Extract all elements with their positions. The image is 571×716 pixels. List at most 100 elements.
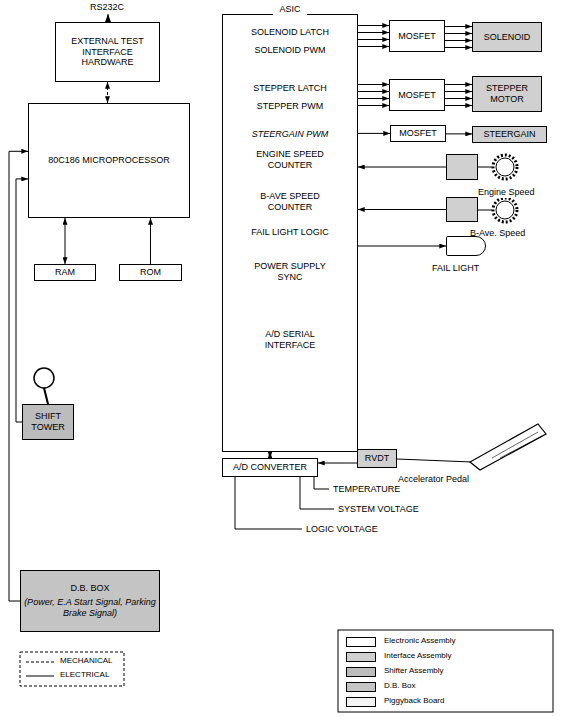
signal-label: SYSTEM VOLTAGE bbox=[338, 504, 419, 515]
legend-text: D.B. Box bbox=[384, 681, 416, 691]
actuator-box: STEPPER MOTOR bbox=[472, 76, 542, 112]
legend-swatch bbox=[346, 697, 376, 707]
legend-swatch bbox=[346, 682, 376, 692]
asic-block: ASICSOLENOID LATCHSOLENOID PWMSTEPPER LA… bbox=[222, 14, 358, 452]
legend-text: MECHANICAL bbox=[60, 656, 112, 666]
mosfet-box: MOSFET bbox=[390, 125, 446, 142]
engine-gear-hub bbox=[496, 158, 514, 176]
mosfet-box: MOSFET bbox=[389, 20, 445, 52]
connector bbox=[358, 246, 446, 247]
db-box: D.B. BOX (Power, E.A Start Signal, Parkin… bbox=[20, 570, 160, 632]
parallel-wire bbox=[445, 47, 472, 48]
speed-sensor: Engine Speed bbox=[446, 154, 478, 180]
actuator-box: STEERGAIN bbox=[472, 126, 547, 143]
line-legend-frame bbox=[20, 652, 124, 686]
shift-lever bbox=[44, 388, 48, 404]
parallel-wire bbox=[445, 84, 472, 85]
legend-text: Piggyback Board bbox=[384, 696, 444, 706]
parallel-wire bbox=[445, 40, 472, 41]
connector bbox=[358, 133, 390, 134]
color-legend-frame bbox=[338, 630, 553, 712]
legend-text: ELECTRICAL bbox=[60, 670, 109, 680]
connector bbox=[358, 91, 389, 92]
rs232-link bbox=[108, 14, 109, 22]
connector bbox=[445, 33, 472, 34]
fail-light: FAIL LIGHT bbox=[446, 236, 486, 256]
connector bbox=[358, 209, 446, 210]
electrical-sample bbox=[26, 676, 54, 677]
pedal-linkage bbox=[397, 459, 472, 462]
interface-box: EXTERNAL TEST INTERFACE HARDWARE bbox=[55, 22, 160, 82]
node-text: (Power, E.A Start Signal, Parking Brake … bbox=[24, 597, 156, 619]
parallel-wire bbox=[358, 46, 389, 47]
signal-wire bbox=[235, 477, 302, 529]
connector bbox=[65, 218, 66, 264]
legend-swatch bbox=[346, 652, 376, 662]
legend-text: Electronic Assembly bbox=[384, 636, 456, 646]
node-title: SHIFT TOWER bbox=[26, 411, 70, 433]
node-title: FAIL LIGHT bbox=[431, 263, 480, 274]
mechanical-sample bbox=[26, 662, 54, 663]
node-title: 80C186 MICROPROCESSOR bbox=[48, 155, 170, 166]
parallel-wire bbox=[445, 98, 472, 99]
accelerator-pedal bbox=[470, 424, 546, 470]
parallel-wire bbox=[358, 98, 389, 99]
signal-label: TEMPERATURE bbox=[333, 484, 400, 495]
bave-gear bbox=[493, 198, 517, 222]
node-title: SOLENOID bbox=[484, 32, 531, 43]
node-title: MOSFET bbox=[398, 31, 436, 42]
node-text: SOLENOID PWM bbox=[230, 45, 350, 56]
node-text: B-AVE SPEED COUNTER bbox=[244, 191, 336, 213]
legend-text: Interface Assembly bbox=[384, 651, 452, 661]
actuator-box: SOLENOID bbox=[472, 22, 542, 52]
node-text: POWER SUPPLY SYNC bbox=[244, 261, 336, 283]
pedal-tread bbox=[492, 432, 538, 458]
connector bbox=[445, 91, 472, 92]
engine-gear bbox=[493, 155, 517, 179]
bave-gear-hub bbox=[496, 201, 514, 219]
converter-box: A/D CONVERTER bbox=[222, 458, 318, 477]
signal-wire bbox=[300, 477, 334, 509]
signal-wire bbox=[314, 477, 329, 489]
pedal-tread bbox=[500, 436, 542, 458]
node-title: RAM bbox=[55, 267, 75, 278]
processor-box: 80C186 MICROPROCESSOR bbox=[28, 103, 190, 218]
node-title: STEERGAIN bbox=[483, 129, 535, 140]
parallel-wire bbox=[358, 25, 389, 26]
node-title: STEPPER MOTOR bbox=[476, 83, 538, 105]
sensor-gap bbox=[478, 210, 492, 211]
node-text: A/D SERIAL INTERFACE bbox=[250, 329, 330, 351]
parallel-wire bbox=[445, 105, 472, 106]
node-title: MOSFET bbox=[399, 128, 437, 139]
connector bbox=[107, 82, 108, 103]
legend-swatch bbox=[346, 667, 376, 677]
legend-text: Shifter Assembly bbox=[384, 666, 444, 676]
shift-knob bbox=[34, 368, 54, 388]
speed-sensor: B-Ave. Speed bbox=[446, 197, 478, 222]
node-text: SOLENOID LATCH bbox=[230, 27, 350, 38]
node-title: D.B. BOX bbox=[70, 583, 109, 594]
node-title: ASIC bbox=[273, 4, 307, 15]
node-title: RVDT bbox=[365, 453, 389, 464]
parallel-wire bbox=[358, 39, 389, 40]
parallel-wire bbox=[358, 84, 389, 85]
node-title: Engine Speed bbox=[477, 187, 536, 198]
node-title: A/D CONVERTER bbox=[233, 462, 307, 473]
connector bbox=[318, 463, 357, 464]
part-label: Accelerator Pedal bbox=[398, 474, 469, 485]
node-text: STEERGAIN PWM bbox=[230, 129, 350, 140]
node-title: EXTERNAL TEST INTERFACE HARDWARE bbox=[59, 36, 156, 68]
sensor-gap bbox=[478, 167, 492, 168]
connector bbox=[358, 167, 446, 168]
connector bbox=[150, 218, 151, 264]
node-text: ENGINE SPEED COUNTER bbox=[244, 149, 336, 171]
memory-box: ROM bbox=[119, 264, 182, 281]
parallel-wire bbox=[445, 26, 472, 27]
node-text: FAIL LIGHT LOGIC bbox=[230, 227, 350, 238]
shifter-box: SHIFT TOWER bbox=[22, 404, 74, 440]
mosfet-box: MOSFET bbox=[389, 79, 445, 111]
connector bbox=[358, 32, 389, 33]
connector bbox=[446, 133, 472, 134]
connector bbox=[9, 151, 28, 601]
